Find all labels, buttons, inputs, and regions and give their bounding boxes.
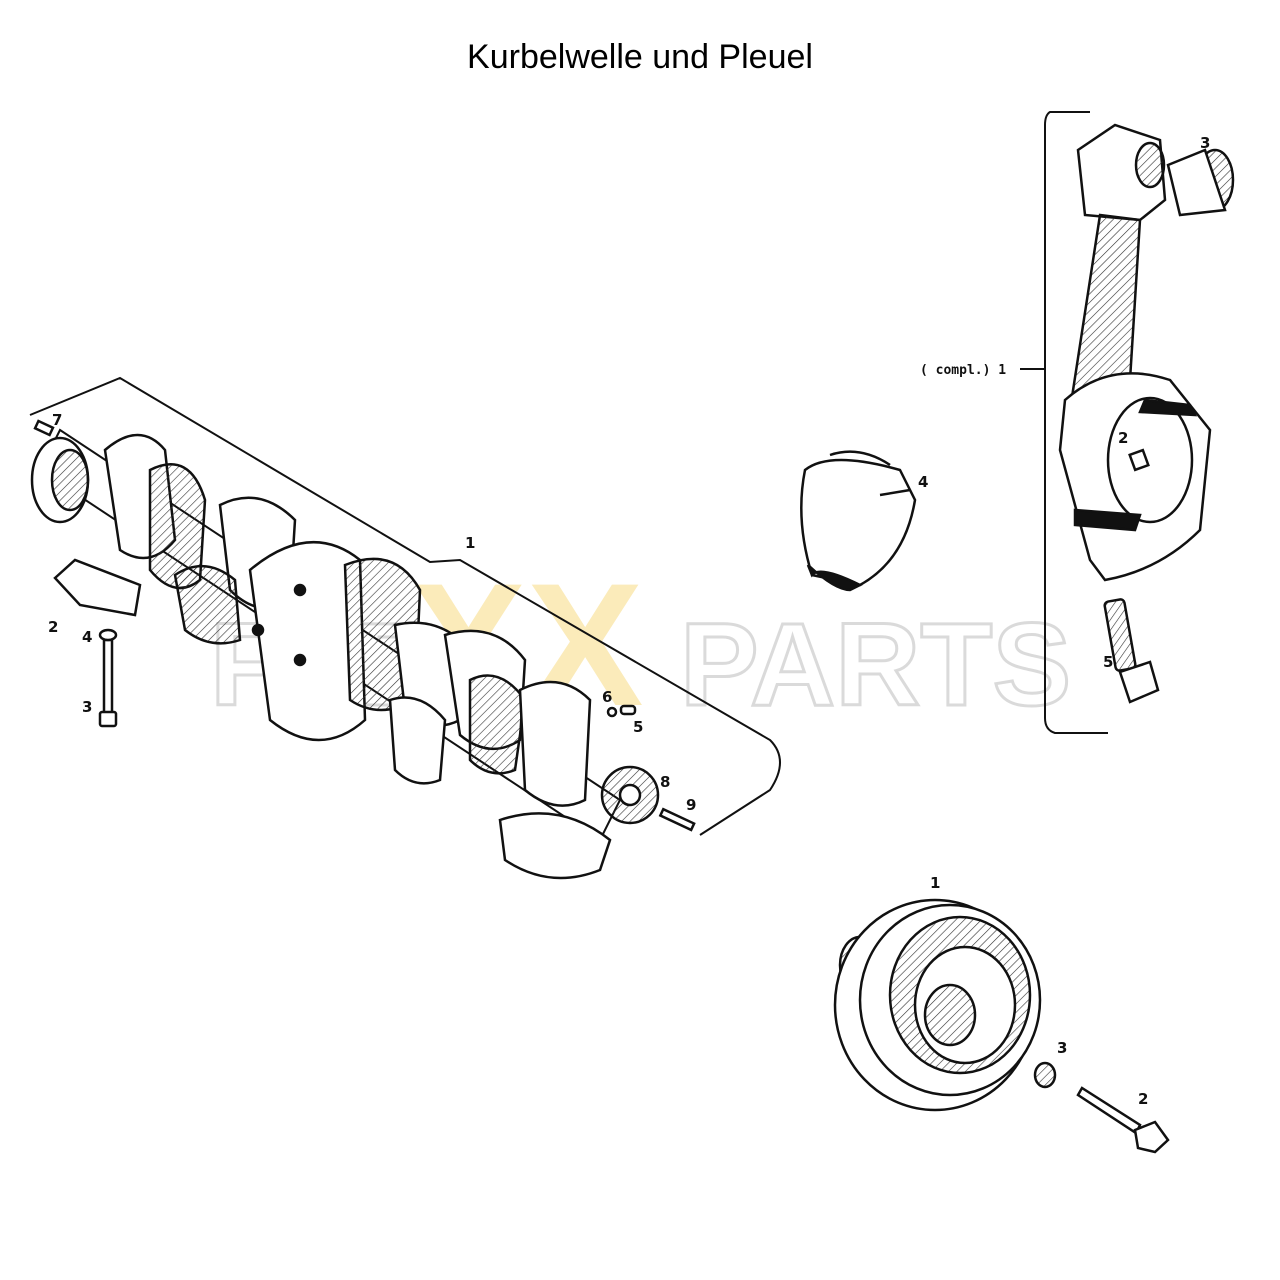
callout-crank-2: 2 <box>48 618 58 636</box>
callout-rod-compl: ( compl.) 1 <box>920 363 1006 378</box>
bearing-shell <box>800 450 917 592</box>
pulley-assembly <box>833 898 1170 1154</box>
rear-counterweight <box>498 812 612 880</box>
rod-callouts: ( compl.) 1 2 3 5 <box>920 134 1210 671</box>
callout-crank-6: 6 <box>602 688 612 706</box>
callout-rod-2: 2 <box>1118 429 1128 447</box>
callout-crank-9: 9 <box>686 796 696 814</box>
callout-crank-8: 8 <box>660 773 670 791</box>
crank-pin <box>33 419 55 437</box>
callout-crank-7: 7 <box>52 411 62 429</box>
callout-pulley-1: 1 <box>930 874 940 892</box>
crank-web <box>518 680 592 807</box>
callout-pulley-3: 3 <box>1057 1039 1067 1057</box>
crankshaft-bracket <box>29 376 781 836</box>
crankshaft-assembly <box>29 376 781 880</box>
crank-washer <box>98 628 118 642</box>
callout-pulley-2: 2 <box>1138 1090 1148 1108</box>
pulley-bolt <box>1076 1086 1142 1135</box>
small-ball <box>606 706 618 718</box>
rod-nut <box>1128 448 1150 472</box>
crank-bolt <box>102 638 114 717</box>
callout-crank-5: 5 <box>633 718 643 736</box>
callout-bearing-4: 4 <box>918 473 928 491</box>
watermark-part3: PARTS <box>680 599 1071 731</box>
page-title: Kurbelwelle und Pleuel <box>467 38 813 76</box>
pulley-callouts: 1 2 3 <box>930 874 1148 1108</box>
pulley-washer <box>1033 1061 1057 1089</box>
callout-rod-5: 5 <box>1103 653 1113 671</box>
gear-pin <box>658 807 696 832</box>
crankshaft-callouts: 1 2 3 4 5 6 7 8 9 <box>48 411 696 814</box>
callout-rod-3: 3 <box>1200 134 1210 152</box>
loose-counterweight <box>53 558 142 617</box>
rod-bracket <box>1044 111 1108 734</box>
connecting-rod-assembly <box>1020 111 1235 734</box>
small-pin <box>619 704 637 716</box>
callout-crank-4: 4 <box>82 628 92 646</box>
callout-crank-3: 3 <box>82 698 92 716</box>
callout-crank-1: 1 <box>465 534 475 552</box>
